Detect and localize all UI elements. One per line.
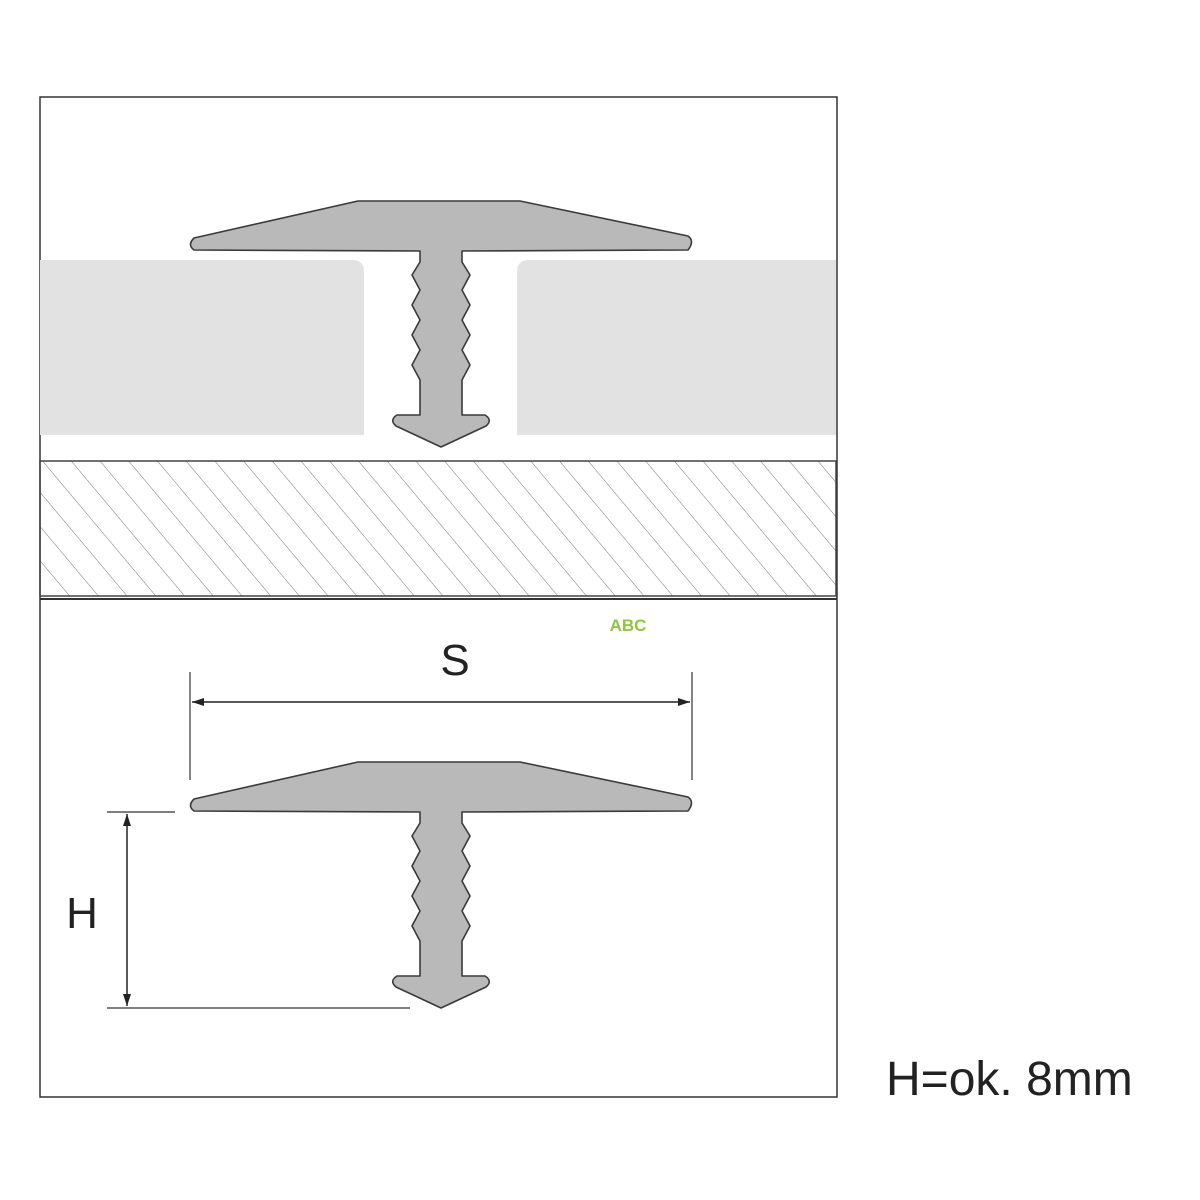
dimension-s: S bbox=[189, 636, 693, 780]
height-note: H=ok. 8mm bbox=[886, 1053, 1133, 1106]
dimension-h-label: H bbox=[66, 889, 98, 938]
subfloor-hatched bbox=[39, 460, 837, 597]
floor-board-right bbox=[517, 260, 836, 435]
dimension-s-label: S bbox=[440, 636, 469, 685]
watermark: ABC bbox=[610, 616, 647, 635]
floor-board-left bbox=[40, 260, 364, 435]
dimension-h: H bbox=[66, 811, 410, 1009]
